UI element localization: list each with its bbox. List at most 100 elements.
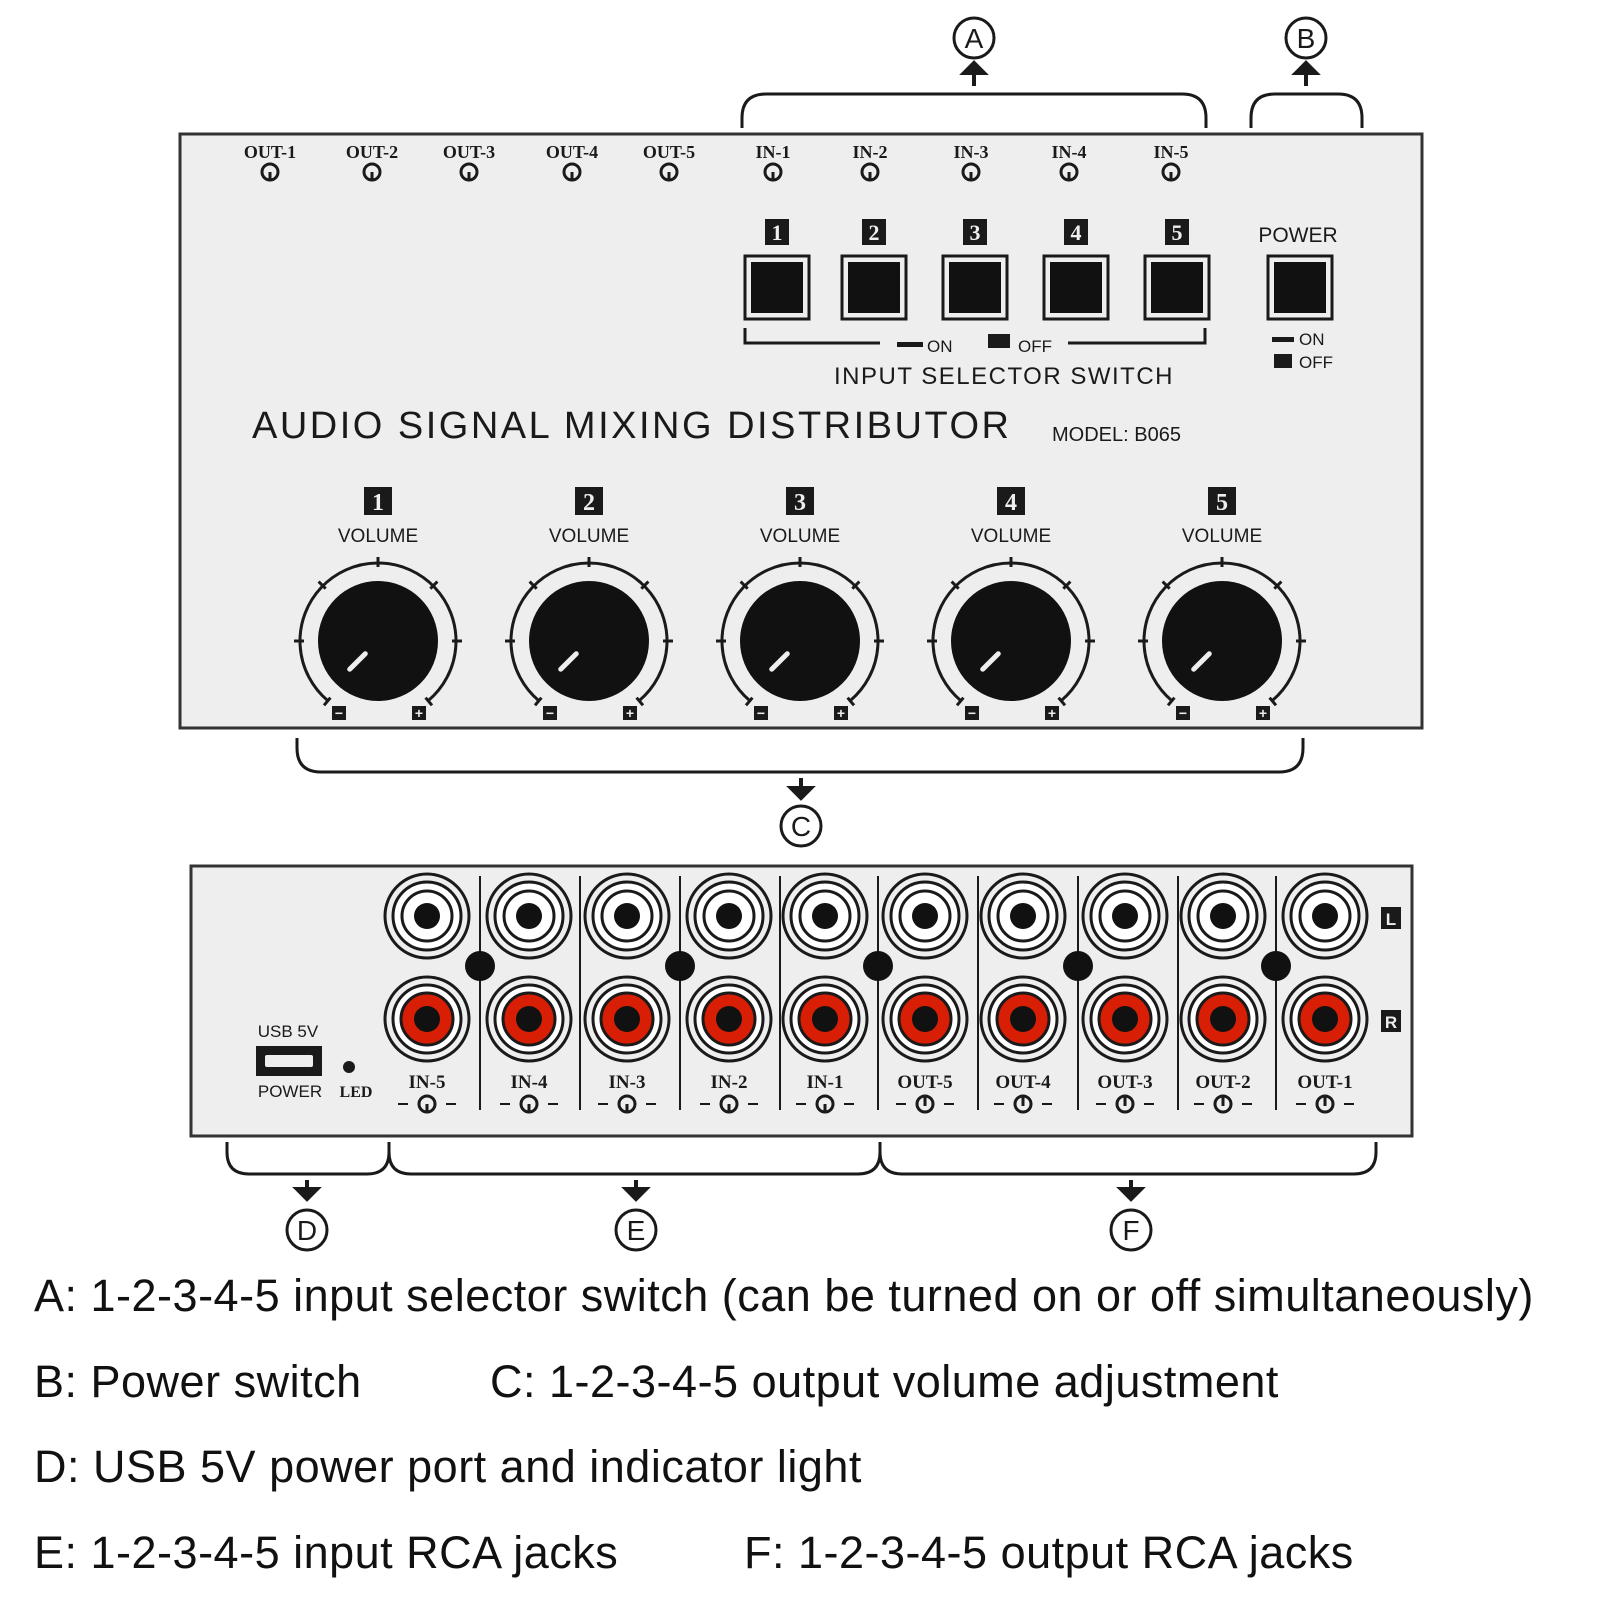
mini-jack-icon[interactable]	[860, 162, 880, 182]
left-channel-label: L	[1386, 910, 1396, 929]
volume-minus-badge	[965, 706, 979, 720]
volume-plus-badge	[834, 706, 848, 720]
mini-jack-icon[interactable]	[1161, 162, 1181, 182]
mini-jack-icon[interactable]	[763, 162, 783, 182]
volume-scale-tick	[1062, 580, 1072, 590]
volume-knob-icon[interactable]	[318, 581, 438, 701]
rca-jack-left[interactable]	[1081, 872, 1169, 960]
rca-jack-left[interactable]	[685, 872, 773, 960]
panel-screw	[1261, 951, 1291, 981]
volume-minus-label: −	[757, 705, 765, 721]
marker-circle	[952, 16, 996, 60]
selector-number: 1	[772, 220, 783, 245]
rca-jack-right[interactable]	[583, 975, 671, 1063]
volume-label: VOLUME	[549, 526, 629, 547]
rca-jack-right[interactable]	[1081, 975, 1169, 1063]
rca-jack-left[interactable]	[979, 872, 1067, 960]
selector-number: 4	[1071, 220, 1082, 245]
volume-scale-tick	[1161, 580, 1171, 590]
usb-label: USB 5V	[258, 1022, 319, 1041]
power-switch[interactable]	[1274, 262, 1326, 313]
bracket-e	[387, 1142, 882, 1176]
volume-scale-tick	[424, 696, 434, 707]
mini-jack-icon[interactable]	[459, 162, 479, 182]
volume-knob-group: 1VOLUME−+2VOLUME−+3VOLUME−+4VOLUME−+5VOL…	[294, 487, 1306, 721]
rca-jack-left[interactable]	[485, 872, 573, 960]
volume-plus-badge	[412, 706, 426, 720]
mini-jack-icon[interactable]	[260, 162, 280, 182]
marker-circle	[1109, 1208, 1153, 1252]
input-arrow-icon	[598, 1094, 656, 1114]
selector-title: INPUT SELECTOR SWITCH	[834, 363, 1174, 390]
caption-d: D: USB 5V power port and indicator light	[34, 1441, 862, 1492]
rca-jack-right[interactable]	[979, 975, 1067, 1063]
volume-minus-badge	[332, 706, 346, 720]
volume-plus-label: +	[837, 705, 845, 721]
power-on-label: ON	[1299, 330, 1325, 349]
volume-number-badge	[786, 487, 814, 515]
output-arrow-icon	[1296, 1094, 1354, 1114]
rca-jack-left[interactable]	[781, 872, 869, 960]
volume-minus-badge	[543, 706, 557, 720]
marker-circle	[614, 1208, 658, 1252]
rca-jack-label: OUT-1	[1297, 1072, 1352, 1093]
volume-number: 2	[583, 490, 595, 516]
rca-jack-right[interactable]	[1281, 975, 1369, 1063]
volume-number-badge	[364, 487, 392, 515]
mini-jack-icon[interactable]	[362, 162, 382, 182]
rca-jack-right[interactable]	[1179, 975, 1267, 1063]
selector-number-badge	[1064, 219, 1088, 245]
mini-jack-icon[interactable]	[961, 162, 981, 182]
input-selector-button[interactable]	[1050, 262, 1102, 313]
callout-arrows	[292, 60, 1321, 1202]
rca-jack-right[interactable]	[781, 975, 869, 1063]
front-jack-label: OUT-4	[546, 142, 598, 162]
volume-scale-tick	[1273, 580, 1283, 590]
input-selector-button[interactable]	[1151, 262, 1203, 313]
volume-scale-tick	[429, 580, 439, 590]
rca-jack-right[interactable]	[881, 975, 969, 1063]
rca-jack-label: OUT-5	[897, 1072, 952, 1093]
mini-jack-icon[interactable]	[1059, 162, 1079, 182]
input-selector-button[interactable]	[751, 262, 803, 313]
input-selector-button[interactable]	[848, 262, 900, 313]
marker-e-label: E	[627, 1215, 646, 1246]
callout-brackets	[225, 92, 1378, 1176]
on-state-icon	[897, 342, 923, 347]
front-jack-label: IN-4	[1052, 142, 1087, 162]
volume-scale-tick	[846, 696, 856, 707]
volume-knob-icon[interactable]	[740, 581, 860, 701]
power-off-icon	[1274, 354, 1292, 368]
selector-number: 2	[869, 220, 880, 245]
marker-b-label: B	[1297, 23, 1316, 54]
caption-b: B: Power switch	[34, 1356, 362, 1407]
volume-minus-badge	[754, 706, 768, 720]
rca-jack-right[interactable]	[485, 975, 573, 1063]
rca-jack-right[interactable]	[685, 975, 773, 1063]
bracket-c	[295, 738, 1305, 774]
mini-jack-icon[interactable]	[562, 162, 582, 182]
volume-number-badge	[575, 487, 603, 515]
volume-knob-icon[interactable]	[529, 581, 649, 701]
rca-jack-left[interactable]	[1281, 872, 1369, 960]
selector-number: 5	[1172, 220, 1183, 245]
front-jack-label: OUT-5	[643, 142, 695, 162]
volume-knob-icon[interactable]	[951, 581, 1071, 701]
front-jack-label: OUT-2	[346, 142, 398, 162]
volume-knob-icon[interactable]	[1162, 581, 1282, 701]
rca-jack-left[interactable]	[1179, 872, 1267, 960]
rca-jack-left[interactable]	[881, 872, 969, 960]
volume-plus-badge	[1256, 706, 1270, 720]
bracket-b	[1249, 92, 1364, 128]
left-channel-badge	[1381, 907, 1401, 929]
rca-jack-left[interactable]	[583, 872, 671, 960]
volume-number: 5	[1216, 490, 1228, 516]
output-arrow-icon	[1096, 1094, 1154, 1114]
rca-jack-left[interactable]	[383, 872, 471, 960]
input-selector-button[interactable]	[949, 262, 1001, 313]
mini-jack-icon[interactable]	[659, 162, 679, 182]
rca-jack-right[interactable]	[383, 975, 471, 1063]
